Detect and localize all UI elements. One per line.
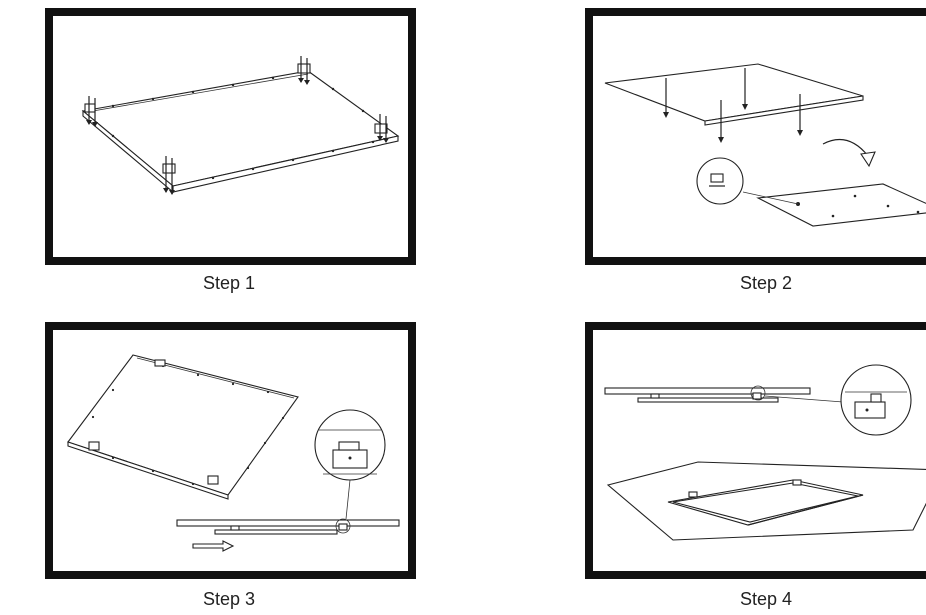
corner-bracket-bottom bbox=[162, 156, 176, 195]
tilted-panel bbox=[67, 354, 299, 496]
step-1-panel bbox=[45, 8, 416, 265]
mounting-arrows bbox=[663, 68, 803, 143]
step-3-illustration bbox=[67, 354, 400, 552]
step-3-panel bbox=[45, 322, 416, 579]
slide-arrow-icon bbox=[192, 540, 235, 552]
ceiling-plate-edge bbox=[704, 95, 864, 126]
step-2-illustration bbox=[604, 63, 926, 227]
ceiling-bar bbox=[176, 519, 400, 527]
rotate-arrow-icon bbox=[822, 138, 869, 157]
step-1-illustration bbox=[81, 56, 400, 195]
panel-side-view bbox=[637, 397, 779, 403]
corner-bracket-right bbox=[374, 114, 389, 143]
step-1-label: Step 1 bbox=[202, 273, 256, 293]
step-4-panel bbox=[585, 322, 926, 579]
ceiling-bar bbox=[604, 387, 811, 395]
corner-bracket-top bbox=[297, 56, 311, 85]
panel-top-face bbox=[81, 70, 400, 187]
step-2-panel bbox=[585, 8, 926, 265]
step-4-illustration bbox=[604, 364, 926, 541]
step-4-label: Step 4 bbox=[739, 589, 793, 609]
ceiling-plate bbox=[604, 63, 864, 122]
step-2-label: Step 2 bbox=[739, 273, 793, 293]
edge-dots bbox=[111, 76, 375, 180]
panel-side-view bbox=[214, 529, 338, 535]
corner-bracket-left bbox=[84, 96, 98, 127]
step-3-label: Step 3 bbox=[202, 589, 256, 609]
light-panel bbox=[756, 183, 926, 227]
